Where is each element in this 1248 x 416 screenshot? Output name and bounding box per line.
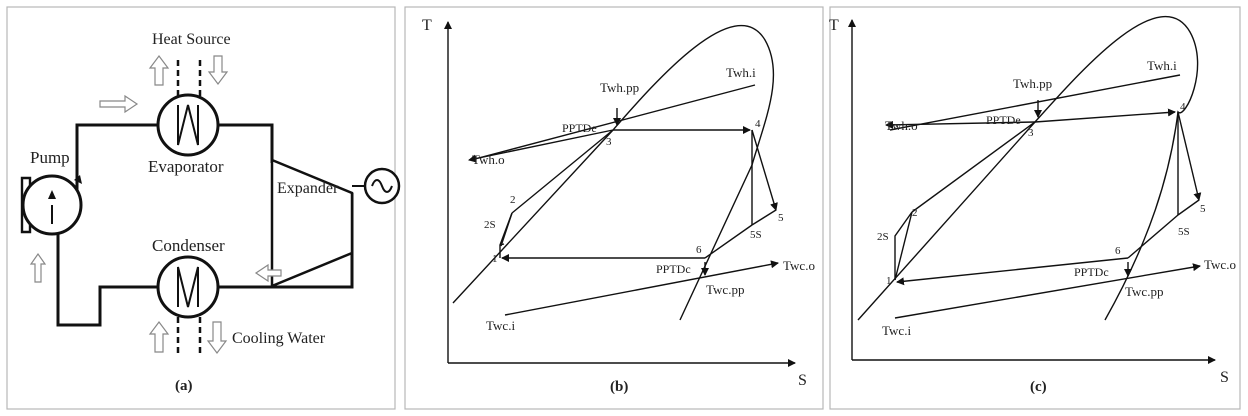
panel-b-y-axis-label: T bbox=[422, 17, 432, 34]
expander bbox=[270, 158, 354, 288]
panel-b-superheat-cooling bbox=[751, 209, 777, 226]
panel-a-caption: (a) bbox=[175, 378, 193, 394]
panel-c-twc-pp: Twc.pp bbox=[1125, 284, 1163, 299]
panel-b-twc-i: Twc.i bbox=[486, 318, 515, 333]
panel-c-state-5: 5 bbox=[1200, 203, 1206, 215]
panel-c-pump-process bbox=[894, 211, 913, 280]
panel-c-superheat-cooling bbox=[1177, 199, 1200, 216]
panel-c-axes bbox=[848, 19, 1216, 364]
pipe-pump-to-evaporator bbox=[75, 123, 158, 190]
panel-c-twc-o: Twc.o bbox=[1204, 257, 1236, 272]
panel-b-desuperheating bbox=[704, 224, 753, 259]
panel-b-liquid-heating bbox=[511, 129, 614, 214]
panel-c-real-expansion bbox=[1177, 111, 1202, 201]
panel-c-heat-source-line-out bbox=[885, 120, 1036, 129]
panel-b-caption: (b) bbox=[610, 379, 628, 395]
panel-c-heat-source-line-in bbox=[889, 74, 1181, 131]
panel-b-state-3: 3 bbox=[606, 136, 612, 148]
heat-source-up-arrow bbox=[148, 55, 170, 86]
panel-a-frame bbox=[6, 6, 396, 410]
panel-c-caption: (c) bbox=[1030, 379, 1047, 395]
panel-c-frame bbox=[829, 6, 1241, 410]
panel-c-cooling-water-line bbox=[894, 263, 1201, 319]
cooling-water-down-arrow bbox=[206, 321, 228, 354]
heat-source-lines bbox=[176, 60, 202, 98]
panel-c-state-6: 6 bbox=[1115, 245, 1121, 257]
pipe-evaporator-to-expander bbox=[218, 123, 274, 163]
panel-b-twh-o: Twh.o bbox=[472, 152, 505, 167]
panel-b-pptd-c: PPTDc bbox=[656, 262, 691, 276]
panel-c-saturation-dome bbox=[857, 16, 1199, 321]
panel-c-twh-pp: Twh.pp bbox=[1013, 76, 1052, 91]
panel-c-desuperheating bbox=[1127, 214, 1179, 259]
panel-b-state-2: 2 bbox=[510, 194, 516, 206]
generator bbox=[352, 167, 401, 205]
cooling-water-lines bbox=[176, 317, 202, 355]
panel-c-condensation bbox=[896, 257, 1129, 286]
panel-c-twh-i: Twh.i bbox=[1147, 58, 1177, 73]
panel-c-state-1: 1 bbox=[886, 275, 892, 287]
flow-arrow-up bbox=[29, 252, 47, 283]
evaporator bbox=[156, 93, 220, 157]
panel-b-frame bbox=[404, 6, 824, 410]
panel-b-twh-pp: Twh.pp bbox=[600, 80, 639, 95]
panel-c-state-5s: 5S bbox=[1178, 226, 1190, 238]
panel-c-twc-i: Twc.i bbox=[882, 323, 911, 338]
panel-c-twh-o: Twh.o bbox=[885, 118, 918, 133]
cooling-water-up-arrow bbox=[148, 321, 170, 353]
pump-label: Pump bbox=[30, 148, 70, 167]
panel-c-liquid-heating bbox=[911, 121, 1036, 213]
panel-c-x-axis-label: S bbox=[1220, 369, 1229, 386]
panel-b-state-5: 5 bbox=[778, 212, 784, 224]
condenser-label: Condenser bbox=[152, 236, 225, 255]
panel-c-state-3: 3 bbox=[1028, 127, 1034, 139]
panel-c-pump-2s-connector bbox=[894, 211, 913, 281]
panel-c-pptd-e: PPTDe bbox=[986, 113, 1021, 127]
panel-b-state-2s: 2S bbox=[484, 219, 496, 231]
flow-arrow-right bbox=[99, 94, 139, 114]
panel-b-cooling-water-line bbox=[504, 260, 779, 316]
panel-b-state-4: 4 bbox=[755, 118, 761, 130]
panel-b-heat-source-line-in bbox=[470, 84, 756, 161]
panel-b-heat-source-line-out bbox=[468, 129, 614, 163]
panel-b-state-1: 1 bbox=[492, 253, 498, 265]
panel-c-pptd-c: PPTDc bbox=[1074, 265, 1109, 279]
expander-label: Expander bbox=[277, 180, 339, 197]
panel-b-axes bbox=[444, 21, 796, 367]
panel-b-real-expansion bbox=[751, 129, 778, 211]
evaporator-label: Evaporator bbox=[148, 157, 224, 176]
panel-b-state-5s: 5S bbox=[750, 229, 762, 241]
panel-b-twc-o: Twc.o bbox=[783, 258, 815, 273]
panel-b-state-6: 6 bbox=[696, 244, 702, 256]
heat-source-down-arrow bbox=[207, 55, 229, 85]
panel-b-x-axis-label: S bbox=[798, 372, 807, 389]
panel-c-state-4: 4 bbox=[1180, 101, 1186, 113]
heat-source-label: Heat Source bbox=[152, 31, 231, 48]
flow-arrow-left bbox=[254, 263, 282, 283]
panel-c-state-2s: 2S bbox=[877, 231, 889, 243]
panel-c-evaporation bbox=[1034, 108, 1176, 123]
panel-b-saturation-dome bbox=[452, 24, 775, 321]
panel-c-state-2: 2 bbox=[912, 207, 918, 219]
panel-b-twh-i: Twh.i bbox=[726, 65, 756, 80]
panel-b-pptd-e: PPTDe bbox=[562, 121, 597, 135]
panel-b-twc-pp: Twc.pp bbox=[706, 282, 744, 297]
panel-b-pump-2s-connector bbox=[500, 212, 513, 247]
panel-c-y-axis-label: T bbox=[829, 17, 839, 34]
condenser bbox=[156, 255, 220, 319]
pump bbox=[20, 174, 83, 236]
pipe-condenser-to-pump bbox=[56, 220, 158, 327]
flow-arrowhead bbox=[74, 175, 82, 184]
cooling-water-label: Cooling Water bbox=[232, 330, 326, 347]
